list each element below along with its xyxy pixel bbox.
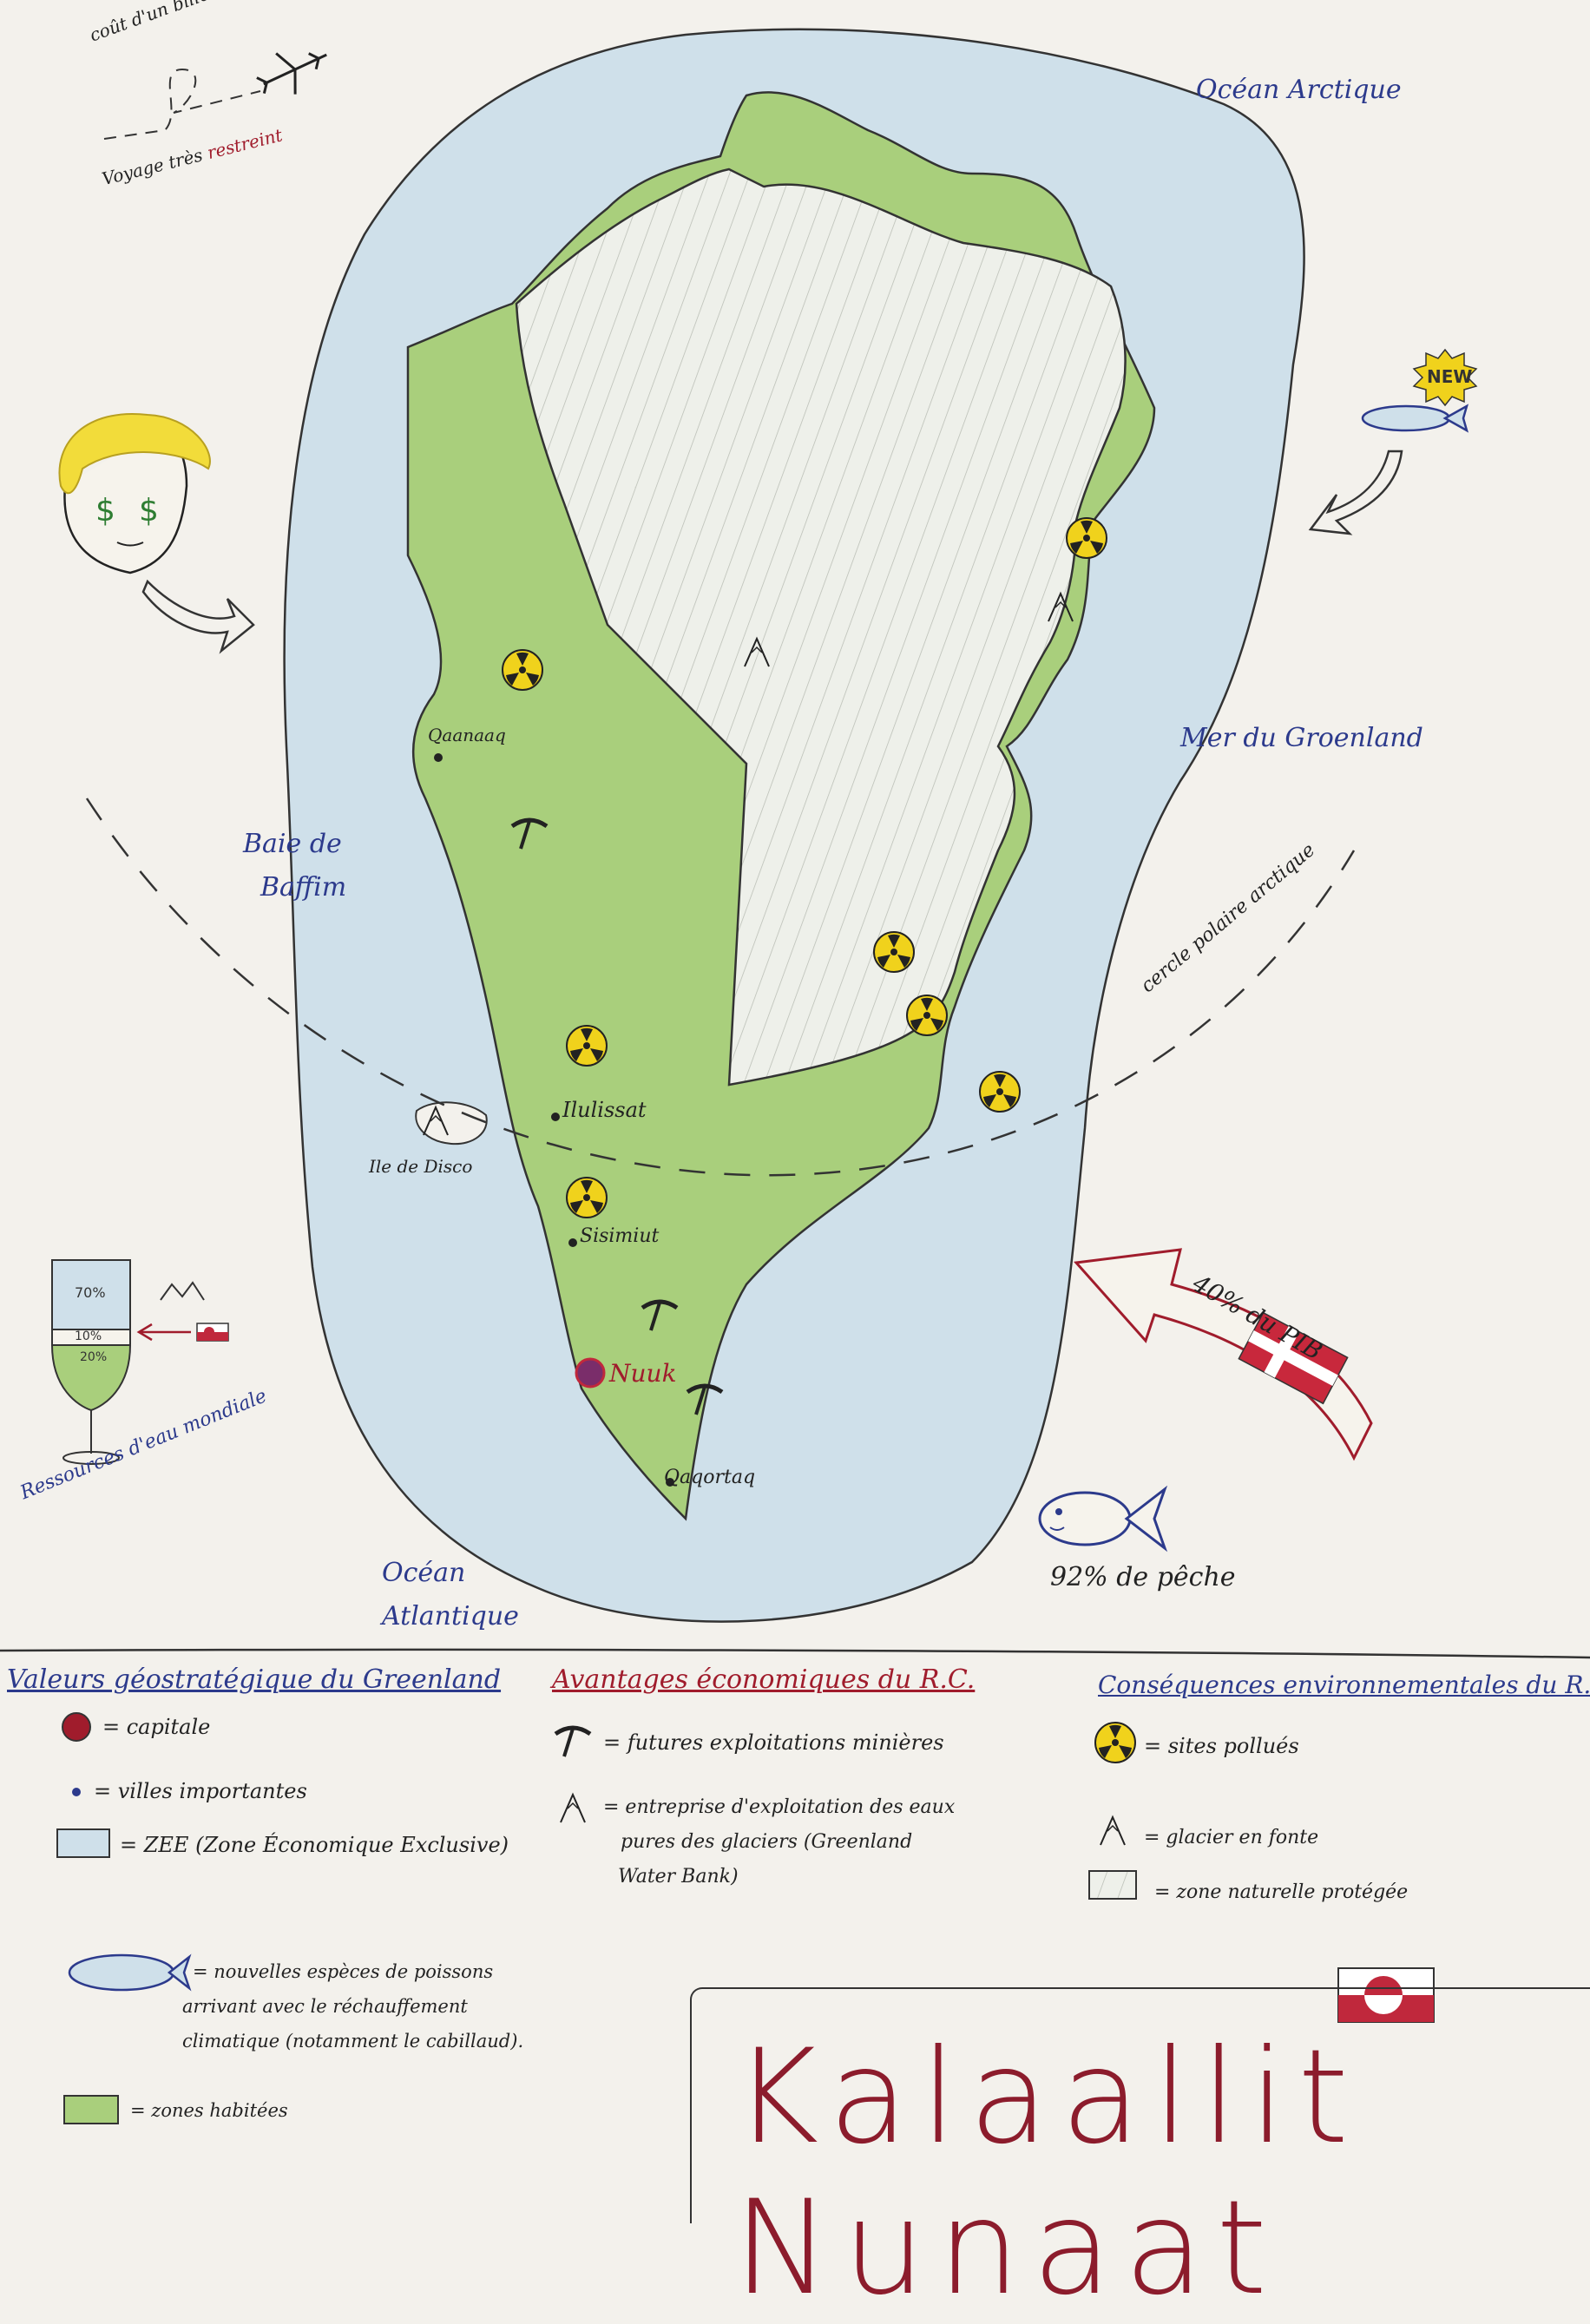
- legend-eez-text: = ZEE (Zone Économique Exclusive): [120, 1833, 509, 1857]
- label-disco-island: Ile de Disco: [369, 1156, 473, 1177]
- polluted-site-icon: [566, 1025, 608, 1067]
- legend-fish-text-3: climatique (notamment le cabillaud).: [182, 2031, 524, 2052]
- fish-arrow-icon: [1308, 450, 1403, 535]
- denmark-flag-icon: [1238, 1311, 1349, 1405]
- legend-inhabited-text: = zones habitées: [130, 2100, 288, 2121]
- legend-polluted-icon: [1094, 1722, 1136, 1763]
- glass-20-text: 20%: [80, 1350, 108, 1364]
- legend-fish-icon: [68, 1953, 192, 1992]
- glass-arrow-icon: [136, 1323, 191, 1342]
- legend-glacier-text: = glacier en fonte: [1144, 1827, 1319, 1848]
- city-label-qaqortoq: Qaqortaq: [664, 1467, 756, 1488]
- city-label-sisimiut: Sisimiut: [580, 1225, 660, 1247]
- fishing-text: 92% de pêche: [1050, 1562, 1236, 1592]
- city-dot-ilulissat: [551, 1113, 560, 1121]
- label-greenland-sea: Mer du Groenland: [1180, 723, 1423, 753]
- legend-capital-icon: [62, 1712, 91, 1742]
- polluted-site-icon: [502, 649, 543, 691]
- page-title: Kalaallit Nunaat: [733, 2022, 1361, 2324]
- face-dollar-eyes-icon: $ $: [58, 413, 211, 574]
- legend-inhabited-swatch: [63, 2095, 119, 2124]
- svg-text:$: $: [95, 493, 115, 528]
- legend-glacier-icon: [1100, 1816, 1126, 1846]
- legend-polluted-text: = sites pollués: [1144, 1734, 1299, 1758]
- label-arctic-ocean: Océan Arctique: [1196, 75, 1402, 105]
- airplane-icon: [256, 52, 327, 95]
- label-atlantic-2: Atlantique: [382, 1601, 519, 1631]
- legend-separator: [0, 1648, 1590, 1659]
- flight-path: [103, 68, 261, 140]
- legend-mining-icon: [555, 1728, 590, 1756]
- polluted-site-icon: [1066, 517, 1107, 559]
- polluted-site-icon: [906, 995, 948, 1036]
- svg-text:$: $: [139, 493, 159, 528]
- legend-fish-text-2: arrivant avec le réchauffement: [182, 1996, 468, 2017]
- city-dot-qaanaaq: [434, 753, 443, 762]
- legend-title-economic: Avantages économiques du R.C.: [552, 1664, 976, 1695]
- fish-icon: [1038, 1485, 1168, 1553]
- small-greenland-flag-icon: [196, 1323, 229, 1342]
- city-dot-qaqortoq: [666, 1478, 674, 1487]
- label-baffin-bay-2: Baffim: [260, 872, 347, 903]
- legend-title-geostrategic: Valeurs géostratégique du Greenland: [7, 1664, 502, 1695]
- legend-eez-swatch: [56, 1828, 110, 1858]
- small-mountain-icon: [160, 1281, 205, 1301]
- legend-city-icon: [72, 1788, 81, 1796]
- city-label-nuuk: Nuuk: [609, 1359, 677, 1388]
- new-badge-icon: [1412, 348, 1478, 407]
- map-canvas: $ $: [0, 28, 1590, 2124]
- polluted-site-icon: [979, 1071, 1021, 1113]
- water-glass-icon: [50, 1259, 132, 1465]
- polluted-site-icon: [873, 931, 915, 973]
- legend-protected-swatch: [1088, 1870, 1137, 1900]
- legend-mining-text: = futures exploitations minières: [603, 1730, 944, 1755]
- denmark-gdp-arrow: [1073, 1248, 1373, 1461]
- label-atlantic-1: Océan: [382, 1558, 466, 1588]
- label-baffin-bay-1: Baie de: [243, 829, 342, 859]
- legend-cities-text: = villes importantes: [94, 1779, 307, 1803]
- city-dot-sisimiut: [568, 1238, 577, 1247]
- title-box: [690, 1987, 1590, 2223]
- legend-water-text-2: pures des glaciers (Greenland: [621, 1831, 913, 1853]
- legend-water-text-3: Water Bank): [618, 1866, 739, 1887]
- arrow-to-greenland-icon: [141, 579, 255, 654]
- capital-icon: [575, 1357, 606, 1388]
- greenland-flag-icon: [1337, 1967, 1435, 2023]
- arctic-circle: [85, 798, 1356, 1177]
- legend-protected-text: = zone naturelle protégée: [1154, 1881, 1409, 1903]
- city-label-qaanaaq: Qaanaaq: [428, 725, 506, 745]
- legend-fish-text-1: = nouvelles espèces de poissons: [193, 1961, 494, 1982]
- legend-water-icon: [560, 1794, 586, 1823]
- glass-10-text: 10%: [75, 1329, 102, 1343]
- glass-70-text: 70%: [75, 1284, 106, 1301]
- legend-capital-text: = capitale: [102, 1715, 211, 1739]
- new-badge-text: NEW: [1427, 366, 1473, 387]
- legend-water-text-1: = entreprise d'exploitation des eaux: [603, 1796, 956, 1818]
- new-fish-species-icon: [1361, 404, 1469, 433]
- city-label-ilulissat: Ilulissat: [562, 1098, 647, 1122]
- legend-title-environmental: Conséquences environnementales du R.C.: [1098, 1671, 1590, 1699]
- polluted-site-icon: [566, 1177, 608, 1218]
